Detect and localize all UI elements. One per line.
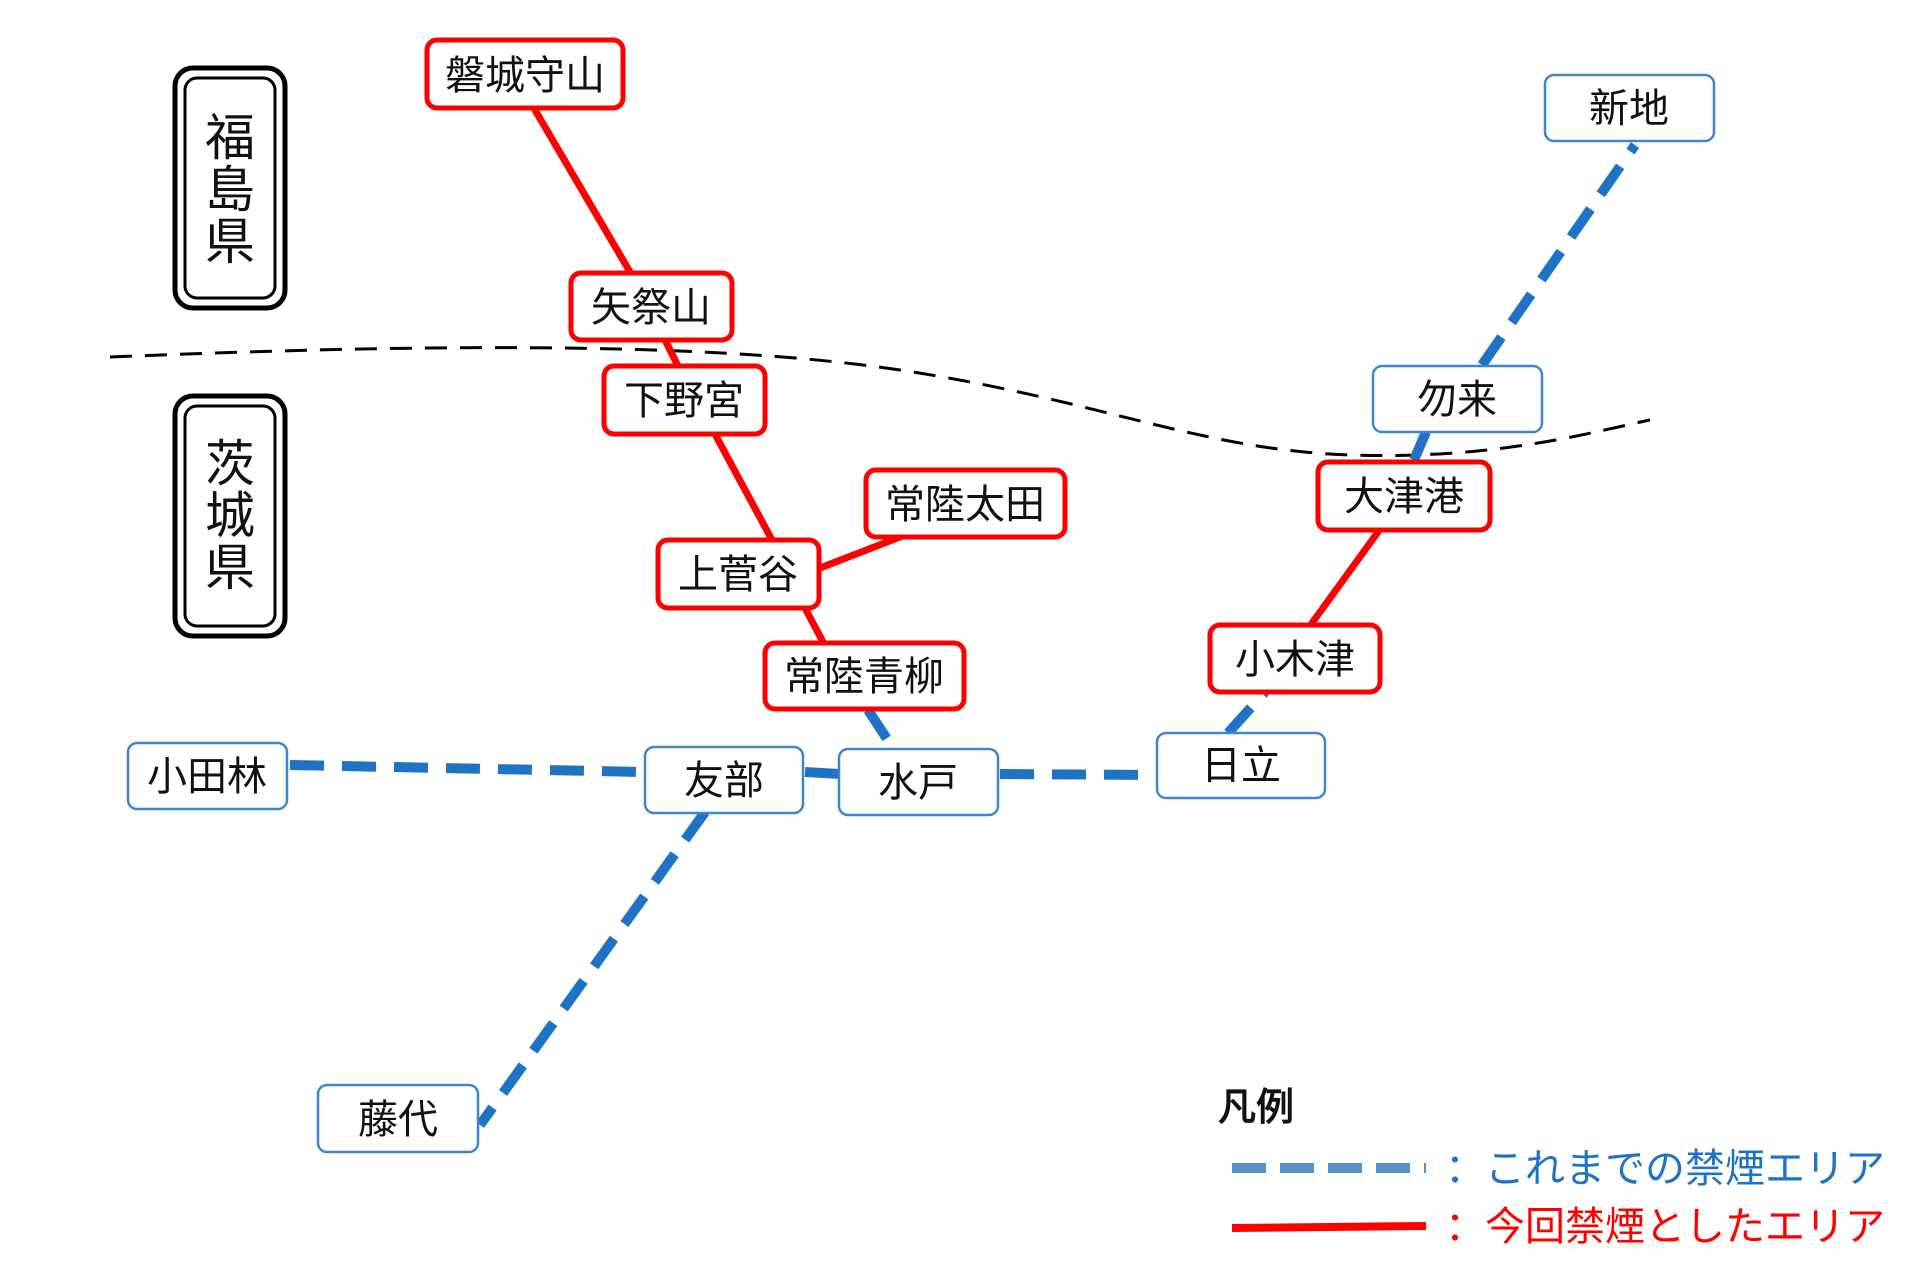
line-tomobe-mito <box>804 767 841 779</box>
station-fujishiro: 藤代 <box>316 1083 480 1154</box>
prefecture-fukushima-char-3: 県 <box>205 213 255 271</box>
line-tomobe-fujishiro <box>475 809 710 1128</box>
station-label: 小木津 <box>1235 637 1355 683</box>
line-mito-hitachi <box>999 769 1158 780</box>
legend-previous-label: ：これまでの禁煙エリア <box>1445 1146 1885 1192</box>
station-hitachiaoyagi: 常陸青柳 <box>762 640 967 712</box>
station-label: 藤代 <box>358 1097 438 1143</box>
station-label: 勿来 <box>1417 377 1497 423</box>
station-label: 上菅谷 <box>678 552 798 598</box>
station-label: 磐城守山 <box>445 53 605 99</box>
prefecture-fukushima-char-2: 島 <box>205 161 255 219</box>
new-smoke-free-lines <box>531 106 1382 646</box>
previous-smoke-free-lines <box>289 142 1640 1128</box>
station-mito: 水戸 <box>837 747 1000 817</box>
prefecture-ibaraki-char-2: 城 <box>205 487 255 545</box>
prefecture-border-line <box>109 346 1651 458</box>
station-oyamarin: 小田林 <box>126 741 289 811</box>
prefecture-ibaraki-char-3: 県 <box>205 539 255 597</box>
line-oyamarin-tomobe <box>289 760 646 777</box>
prefecture-ibaraki-char-1: 茨 <box>205 435 255 493</box>
station-hitachi: 日立 <box>1155 731 1327 800</box>
legend-title: 凡例 <box>1218 1085 1294 1129</box>
station-label: 矢祭山 <box>591 285 711 331</box>
line-yamatsuri-shimonomiya <box>661 336 682 370</box>
station-tomobe: 友部 <box>643 745 805 815</box>
station-label: 下野宮 <box>624 378 744 424</box>
line-ogitsu-otsuko <box>1308 528 1382 627</box>
station-label: 大津港 <box>1344 474 1464 520</box>
station-label: 日立 <box>1201 743 1281 789</box>
station-iwakiuriyama: 磐城守山 <box>424 37 626 111</box>
station-shinchi: 新地 <box>1543 73 1716 143</box>
legend: 凡例 ：これまでの禁煙エリア ：今回禁煙としたエリア <box>1218 1085 1885 1250</box>
prefecture-label-ibaraki: 茨 城 県 <box>172 393 288 639</box>
line-hitachiaoyagi-mito <box>863 707 898 751</box>
station-ogitsu: 小木津 <box>1207 622 1383 695</box>
line-kamisugaya-hitachiota <box>816 531 909 572</box>
station-hitachiota: 常陸太田 <box>863 467 1068 540</box>
station-label: 常陸青柳 <box>784 654 944 700</box>
line-kamisugaya-hitachiaoyagi <box>802 606 827 646</box>
line-iwakiuriyama-yamatsuri <box>531 106 634 276</box>
legend-new-label: ：今回禁煙としたエリア <box>1445 1204 1885 1250</box>
station-kamisugaya: 上菅谷 <box>655 537 822 611</box>
station-otsuko: 大津港 <box>1315 459 1493 533</box>
line-shimonomiya-kamisugaya <box>712 432 776 544</box>
prefecture-fukushima-char-1: 福 <box>205 109 255 167</box>
station-label: 友部 <box>684 758 764 804</box>
station-yamatsuri: 矢祭山 <box>568 270 735 343</box>
station-label: 小田林 <box>147 754 267 800</box>
prefecture-label-fukushima: 福 島 県 <box>172 65 288 311</box>
legend-new-line-sample <box>1231 1222 1427 1232</box>
station-label: 水戸 <box>878 760 958 806</box>
station-shimonomiya: 下野宮 <box>601 363 768 437</box>
line-otsuko-nakoso <box>1409 430 1431 462</box>
station-label: 新地 <box>1589 86 1669 132</box>
line-nakoso-shinchi <box>1477 142 1640 368</box>
line-hitachi-ogitsu <box>1224 688 1269 737</box>
station-nakoso: 勿来 <box>1371 364 1544 434</box>
station-label: 常陸太田 <box>885 482 1045 528</box>
